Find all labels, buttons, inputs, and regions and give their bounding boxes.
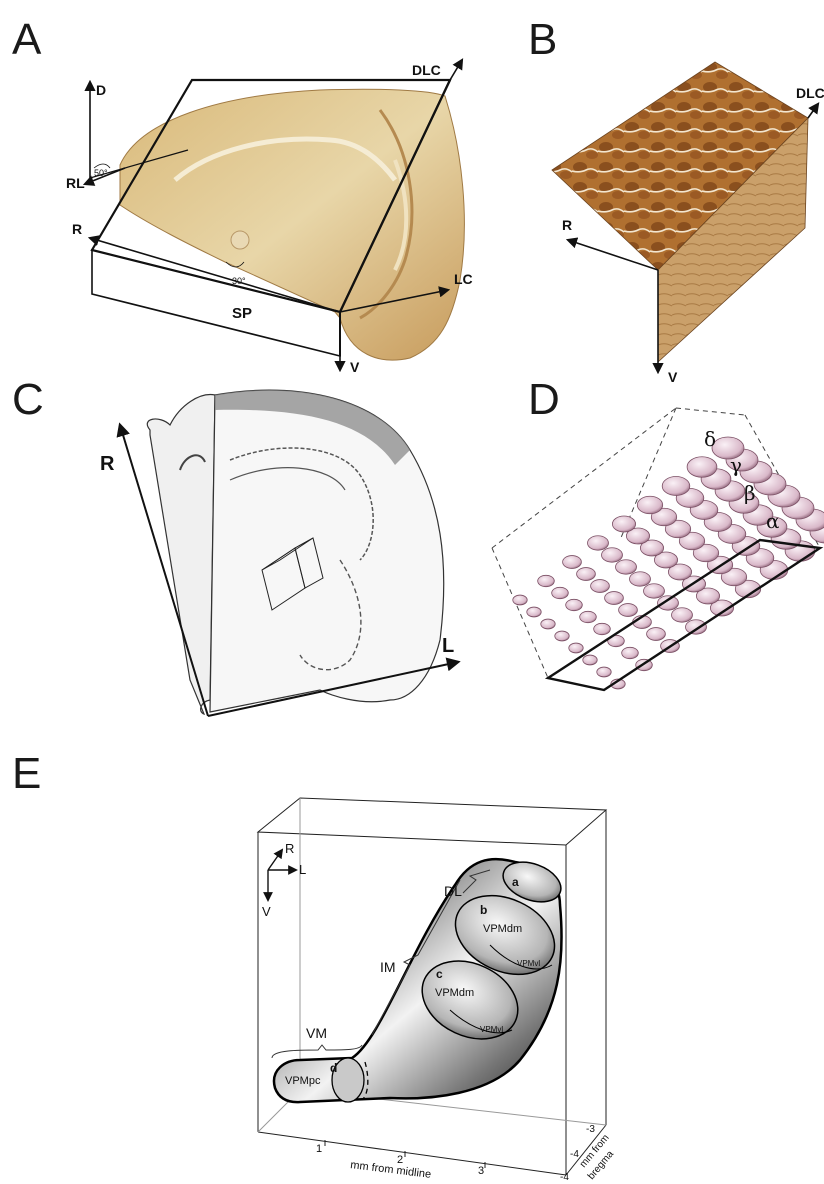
barrel	[563, 556, 582, 569]
barrel	[605, 592, 624, 605]
label-e-r: R	[285, 841, 294, 856]
orient-r-arrow	[268, 850, 282, 870]
label-c-r: R	[100, 453, 115, 475]
label-region-im: IM	[380, 959, 396, 975]
label-angle-30: 30°	[232, 276, 246, 286]
panel-a: D DLC RL 50° R 30° LC SP V	[66, 60, 473, 375]
label-gamma: γ	[730, 453, 742, 477]
barrel	[597, 667, 611, 677]
barrel	[647, 628, 666, 641]
barrel	[644, 584, 665, 598]
label-dlc: DLC	[412, 62, 441, 78]
label-sub-d: d	[330, 1061, 337, 1075]
barrel	[580, 611, 597, 622]
label-lc: LC	[454, 271, 473, 287]
barrel	[569, 643, 583, 653]
barrel	[538, 575, 555, 586]
label-b-v: V	[668, 369, 678, 385]
barrel	[591, 580, 610, 593]
x-tick-3: 3	[478, 1165, 484, 1177]
barrel	[541, 619, 555, 629]
label-e-l: L	[299, 862, 306, 877]
label-vpmpc: VPMpc	[285, 1075, 321, 1087]
label-v: V	[350, 359, 360, 375]
label-angle-50: 50°	[94, 168, 108, 178]
barrel	[662, 477, 690, 496]
label-d: D	[96, 82, 106, 98]
x-tick-1: 1	[316, 1143, 322, 1155]
z-tick-neg4a: -4	[570, 1149, 579, 1160]
barrel	[602, 548, 623, 562]
label-vpmdm-c: VPMdm	[435, 987, 474, 999]
barrel	[672, 608, 693, 622]
label-region-vm: VM	[306, 1025, 327, 1041]
label-sub-c: c	[436, 967, 443, 981]
brain-drawing-face	[147, 395, 215, 714]
barrel	[583, 655, 597, 665]
brain-drawing-body	[210, 390, 444, 712]
z-tick-neg3: -3	[586, 1124, 595, 1135]
label-beta: β	[744, 481, 756, 505]
panel-b: DLC R V	[552, 62, 824, 385]
barrel	[619, 604, 638, 617]
label-e-v: V	[262, 904, 271, 919]
barrel-field	[513, 437, 824, 689]
barrel	[637, 496, 662, 513]
axis-dlc	[450, 60, 462, 80]
barrel	[588, 536, 609, 550]
label-b-r: R	[562, 217, 572, 233]
barrel	[686, 620, 707, 634]
barrel	[594, 623, 611, 634]
x-axis-label: mm from midline	[350, 1159, 432, 1181]
barrel	[527, 607, 541, 617]
axis-b-dlc	[808, 104, 818, 118]
barrel	[555, 631, 569, 641]
barrel	[566, 599, 583, 610]
panel-c: R L	[100, 390, 458, 716]
label-sp: SP	[232, 305, 252, 322]
barrel	[612, 516, 635, 532]
label-region-dl: DL	[444, 883, 462, 899]
z-tick-neg4b: -4	[560, 1172, 569, 1183]
label-rl: RL	[66, 175, 85, 191]
label-vpmdm-b: VPMdm	[483, 923, 522, 935]
barrel	[658, 596, 679, 610]
barrel	[630, 572, 651, 586]
label-alpha: α	[766, 509, 780, 533]
panel-d: δ γ β α	[492, 408, 824, 690]
barrel	[687, 457, 717, 477]
label-b-dlc: DLC	[796, 85, 824, 101]
brace-vm	[272, 1045, 362, 1058]
barrel	[513, 595, 527, 605]
barrel	[577, 568, 596, 581]
barrel	[616, 560, 637, 574]
label-sub-b: b	[480, 903, 487, 917]
label-r: R	[72, 221, 82, 237]
label-vpmvl-b: VPMvl	[517, 959, 540, 968]
barrel	[622, 647, 639, 658]
panel-e: R L V DL IM VM a b c d VPMdm VPMvl VPMdm…	[258, 798, 616, 1183]
barrel	[552, 587, 569, 598]
label-delta: δ	[704, 427, 716, 451]
label-sub-a: a	[512, 875, 519, 889]
label-c-l: L	[442, 635, 454, 657]
label-vpmvl-c: VPMvl	[480, 1025, 503, 1034]
